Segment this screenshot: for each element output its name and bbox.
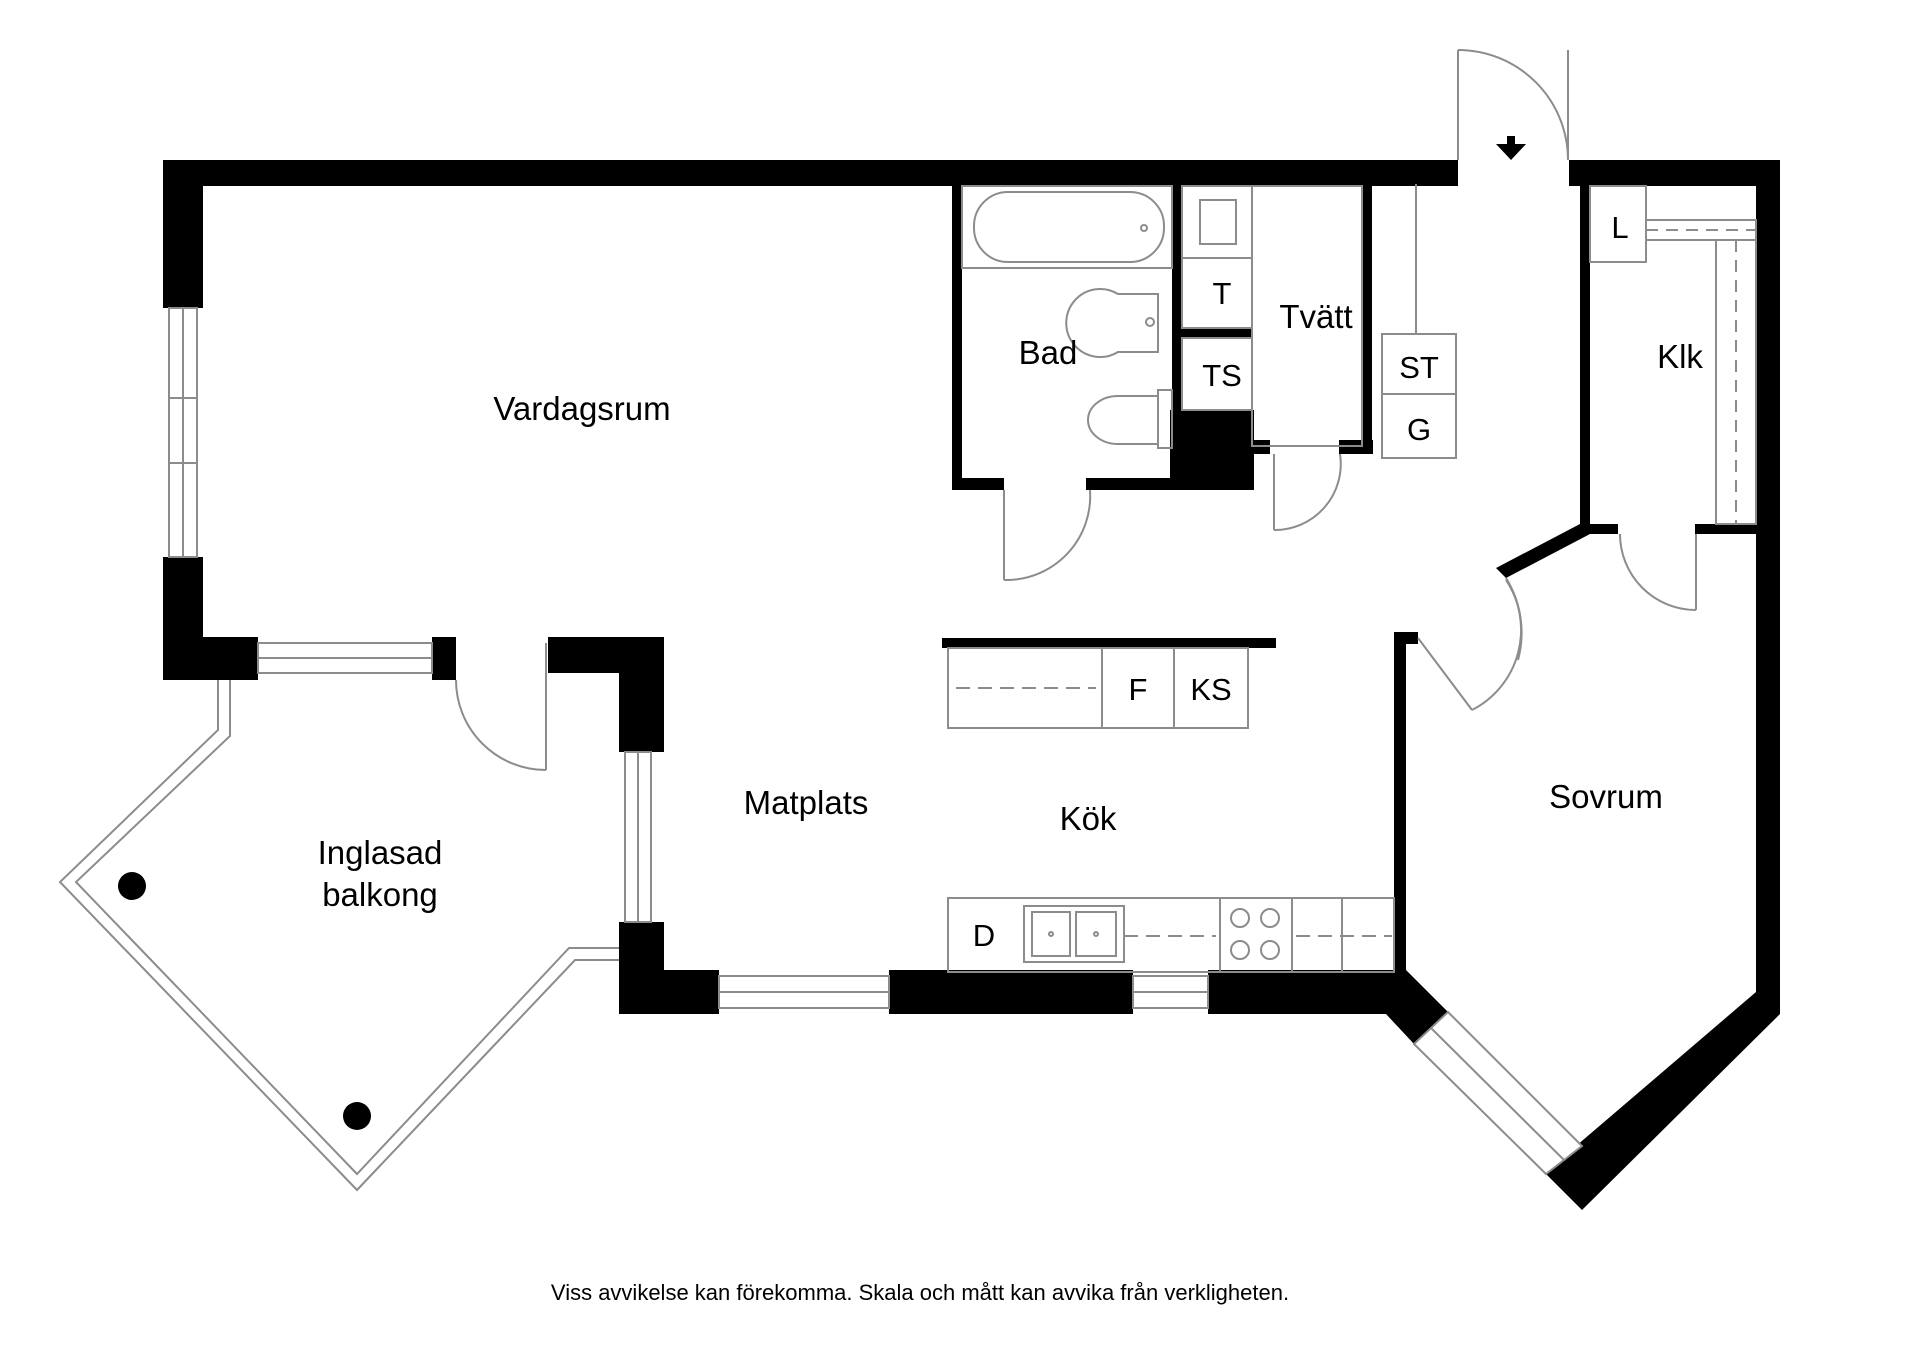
balcony-post <box>118 872 146 900</box>
room-label-sovrum: Sovrum <box>1549 778 1663 815</box>
entrance-arrow-icon <box>1496 144 1526 160</box>
fixture-label-st: ST <box>1399 350 1439 385</box>
room-label-bad: Bad <box>1019 334 1078 371</box>
balcony-outline <box>58 680 620 1192</box>
room-label-klk: Klk <box>1657 338 1703 375</box>
fixture-label-ks: KS <box>1190 672 1231 707</box>
room-labels: Vardagsrum Bad Tvätt Klk Matplats Kök So… <box>318 298 1704 913</box>
fixture-label-ts: TS <box>1202 358 1242 393</box>
sink-basin <box>1065 288 1159 358</box>
walls <box>163 160 1780 1210</box>
room-label-kok: Kök <box>1060 800 1117 837</box>
fixture-label-g: G <box>1407 412 1431 447</box>
bathtub <box>961 185 1173 269</box>
windows <box>168 307 1584 1176</box>
fixture-label-t: T <box>1213 276 1232 311</box>
room-label-balkong-line1: Inglasad <box>318 834 443 871</box>
balcony-post <box>343 1102 371 1130</box>
room-label-balkong-line2: balkong <box>322 876 438 913</box>
kitchen-fixtures <box>947 647 1395 973</box>
bath-fixtures <box>961 185 1173 449</box>
disclaimer: Viss avvikelse kan förekomma. Skala och … <box>551 1280 1289 1305</box>
room-label-tvatt: Tvätt <box>1279 298 1352 335</box>
toilet-tank <box>1157 389 1173 449</box>
doors <box>455 49 1697 771</box>
toilet-bowl <box>1087 395 1159 445</box>
room-label-vardagsrum: Vardagsrum <box>493 390 670 427</box>
room-label-matplats: Matplats <box>744 784 869 821</box>
fixture-labels: T TS ST G L F KS D <box>973 210 1629 953</box>
entrance-arrow-stem <box>1507 136 1515 146</box>
laundry-fixtures <box>1181 184 1757 525</box>
fixture-label-d: D <box>973 918 995 953</box>
fixture-label-f: F <box>1129 672 1148 707</box>
fixture-label-l: L <box>1611 210 1628 245</box>
